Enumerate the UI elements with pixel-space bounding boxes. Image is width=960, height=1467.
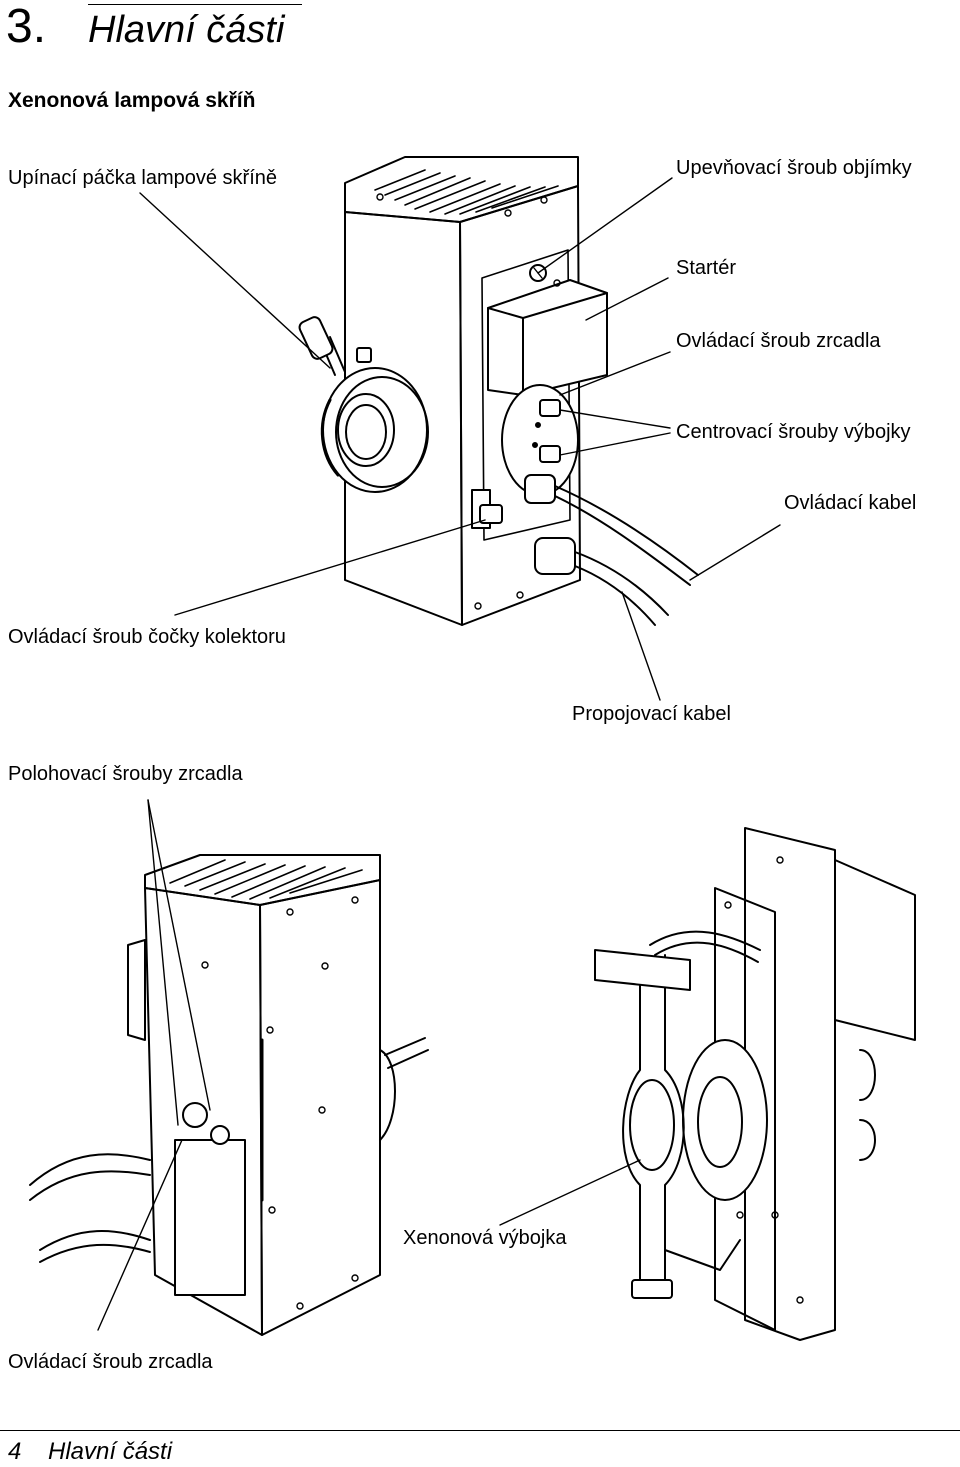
label-starter: Startér bbox=[676, 257, 737, 279]
label-connecting-cable: Propojovací kabel bbox=[572, 703, 731, 725]
label-control-cable: Ovládací kabel bbox=[784, 492, 917, 514]
label-centering-screws: Centrovací šrouby výbojky bbox=[676, 421, 911, 443]
leader-lines-top bbox=[139, 177, 781, 701]
label-mirror-position-screws: Polohovací šrouby zrcadla bbox=[8, 763, 243, 785]
footer-rule bbox=[0, 1430, 960, 1431]
leader-line-lamp bbox=[499, 1159, 641, 1226]
lamp-housing-rear-illustration bbox=[29, 854, 429, 1336]
lamp-housing-front-illustration bbox=[298, 156, 699, 626]
label-socket-screw: Upevňovací šroub objímky bbox=[676, 157, 912, 179]
footer-page-number: 4 bbox=[8, 1438, 22, 1465]
section-title: Hlavní části bbox=[88, 9, 285, 51]
leader-lines-bottom-left bbox=[97, 799, 211, 1331]
label-xenon-lamp: Xenonová výbojka bbox=[403, 1227, 567, 1249]
section-subtitle: Xenonová lampová skříň bbox=[8, 89, 256, 112]
label-mirror-control-screw-bottom: Ovládací šroub zrcadla bbox=[8, 1351, 213, 1373]
header-rule bbox=[88, 4, 302, 5]
label-collector-screw: Ovládací šroub čočky kolektoru bbox=[8, 626, 286, 648]
label-mirror-control-screw-top: Ovládací šroub zrcadla bbox=[676, 330, 881, 352]
xenon-lamp-insert-illustration bbox=[594, 827, 916, 1341]
label-clamp-lever: Upínací páčka lampové skříně bbox=[8, 167, 278, 189]
footer-title: Hlavní části bbox=[48, 1438, 173, 1465]
section-number: 3. bbox=[6, 0, 47, 53]
